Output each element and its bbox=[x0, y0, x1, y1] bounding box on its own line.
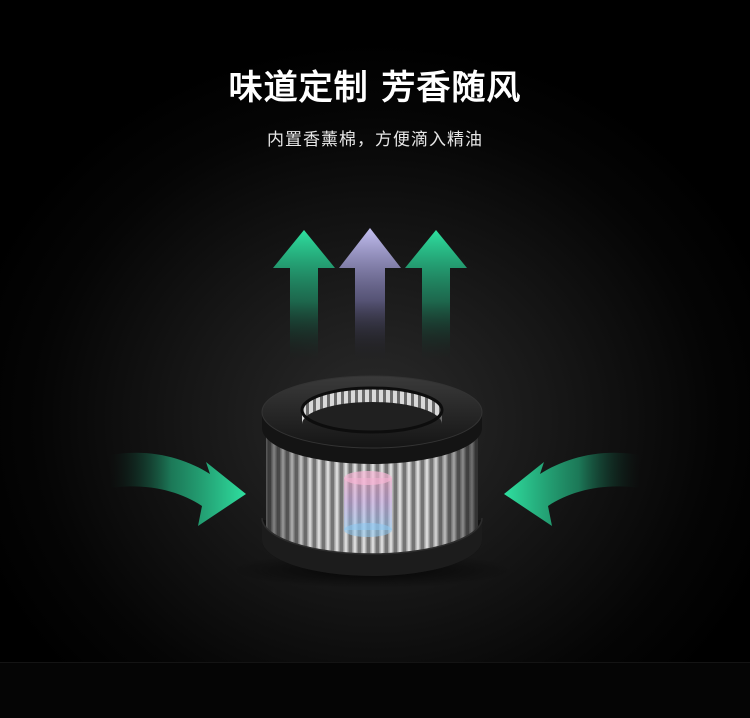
headline: 味道定制 芳香随风 bbox=[228, 68, 522, 108]
hepa-filter bbox=[261, 375, 483, 576]
arrow-up-icon bbox=[339, 228, 401, 360]
subline: 内置香薰棉，方便滴入精油 bbox=[267, 130, 483, 150]
floor-shadow bbox=[0, 662, 750, 718]
arrow-up-icon bbox=[273, 230, 335, 360]
curved-arrow-right-icon bbox=[110, 452, 246, 526]
aroma-cotton bbox=[344, 471, 392, 537]
curved-arrow-left-icon bbox=[504, 452, 640, 526]
arrow-up-icon bbox=[405, 230, 467, 360]
